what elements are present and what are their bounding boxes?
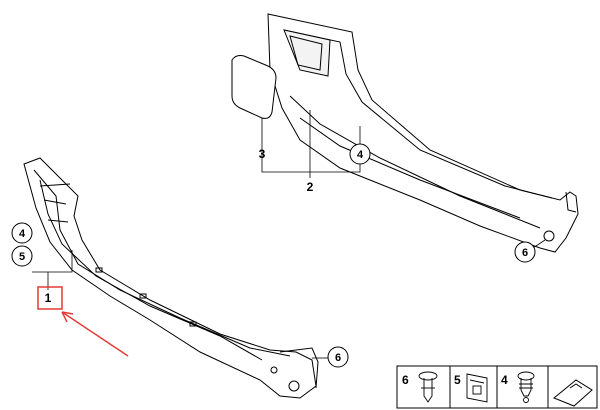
part-3-pad	[231, 55, 277, 119]
upper-sill-trim-panel	[267, 13, 579, 253]
svg-text:4: 4	[501, 373, 508, 387]
callout-3: 3	[259, 147, 266, 161]
svg-text:4: 4	[19, 228, 26, 240]
callout-1-highlighted: 1	[37, 286, 63, 310]
svg-text:6: 6	[402, 373, 409, 387]
expanding-rivet-icon	[517, 371, 535, 403]
push-rivet-icon	[418, 371, 438, 403]
callout-4-upper: 4	[349, 143, 371, 165]
svg-text:1: 1	[45, 291, 52, 305]
callout-5-lower: 5	[11, 245, 33, 267]
callout-6-lower: 6	[327, 346, 349, 368]
callout-6-upper: 6	[514, 241, 536, 263]
svg-text:5: 5	[19, 251, 25, 263]
svg-text:5: 5	[454, 373, 461, 387]
lower-pillar-sill-trim	[23, 157, 319, 399]
callout-4-lower: 4	[11, 222, 33, 244]
svg-text:3: 3	[259, 147, 266, 161]
red-pointer-arrow	[61, 311, 129, 357]
fastener-legend: 6 5 4	[396, 365, 598, 409]
callout-2: 2	[307, 180, 314, 194]
leader-lines	[32, 110, 546, 359]
svg-text:4: 4	[357, 149, 364, 161]
svg-text:2: 2	[307, 180, 314, 194]
trim-panel-icon	[553, 379, 593, 407]
svg-text:6: 6	[522, 247, 528, 259]
clip-nut-icon	[466, 373, 488, 403]
svg-text:6: 6	[335, 352, 341, 364]
